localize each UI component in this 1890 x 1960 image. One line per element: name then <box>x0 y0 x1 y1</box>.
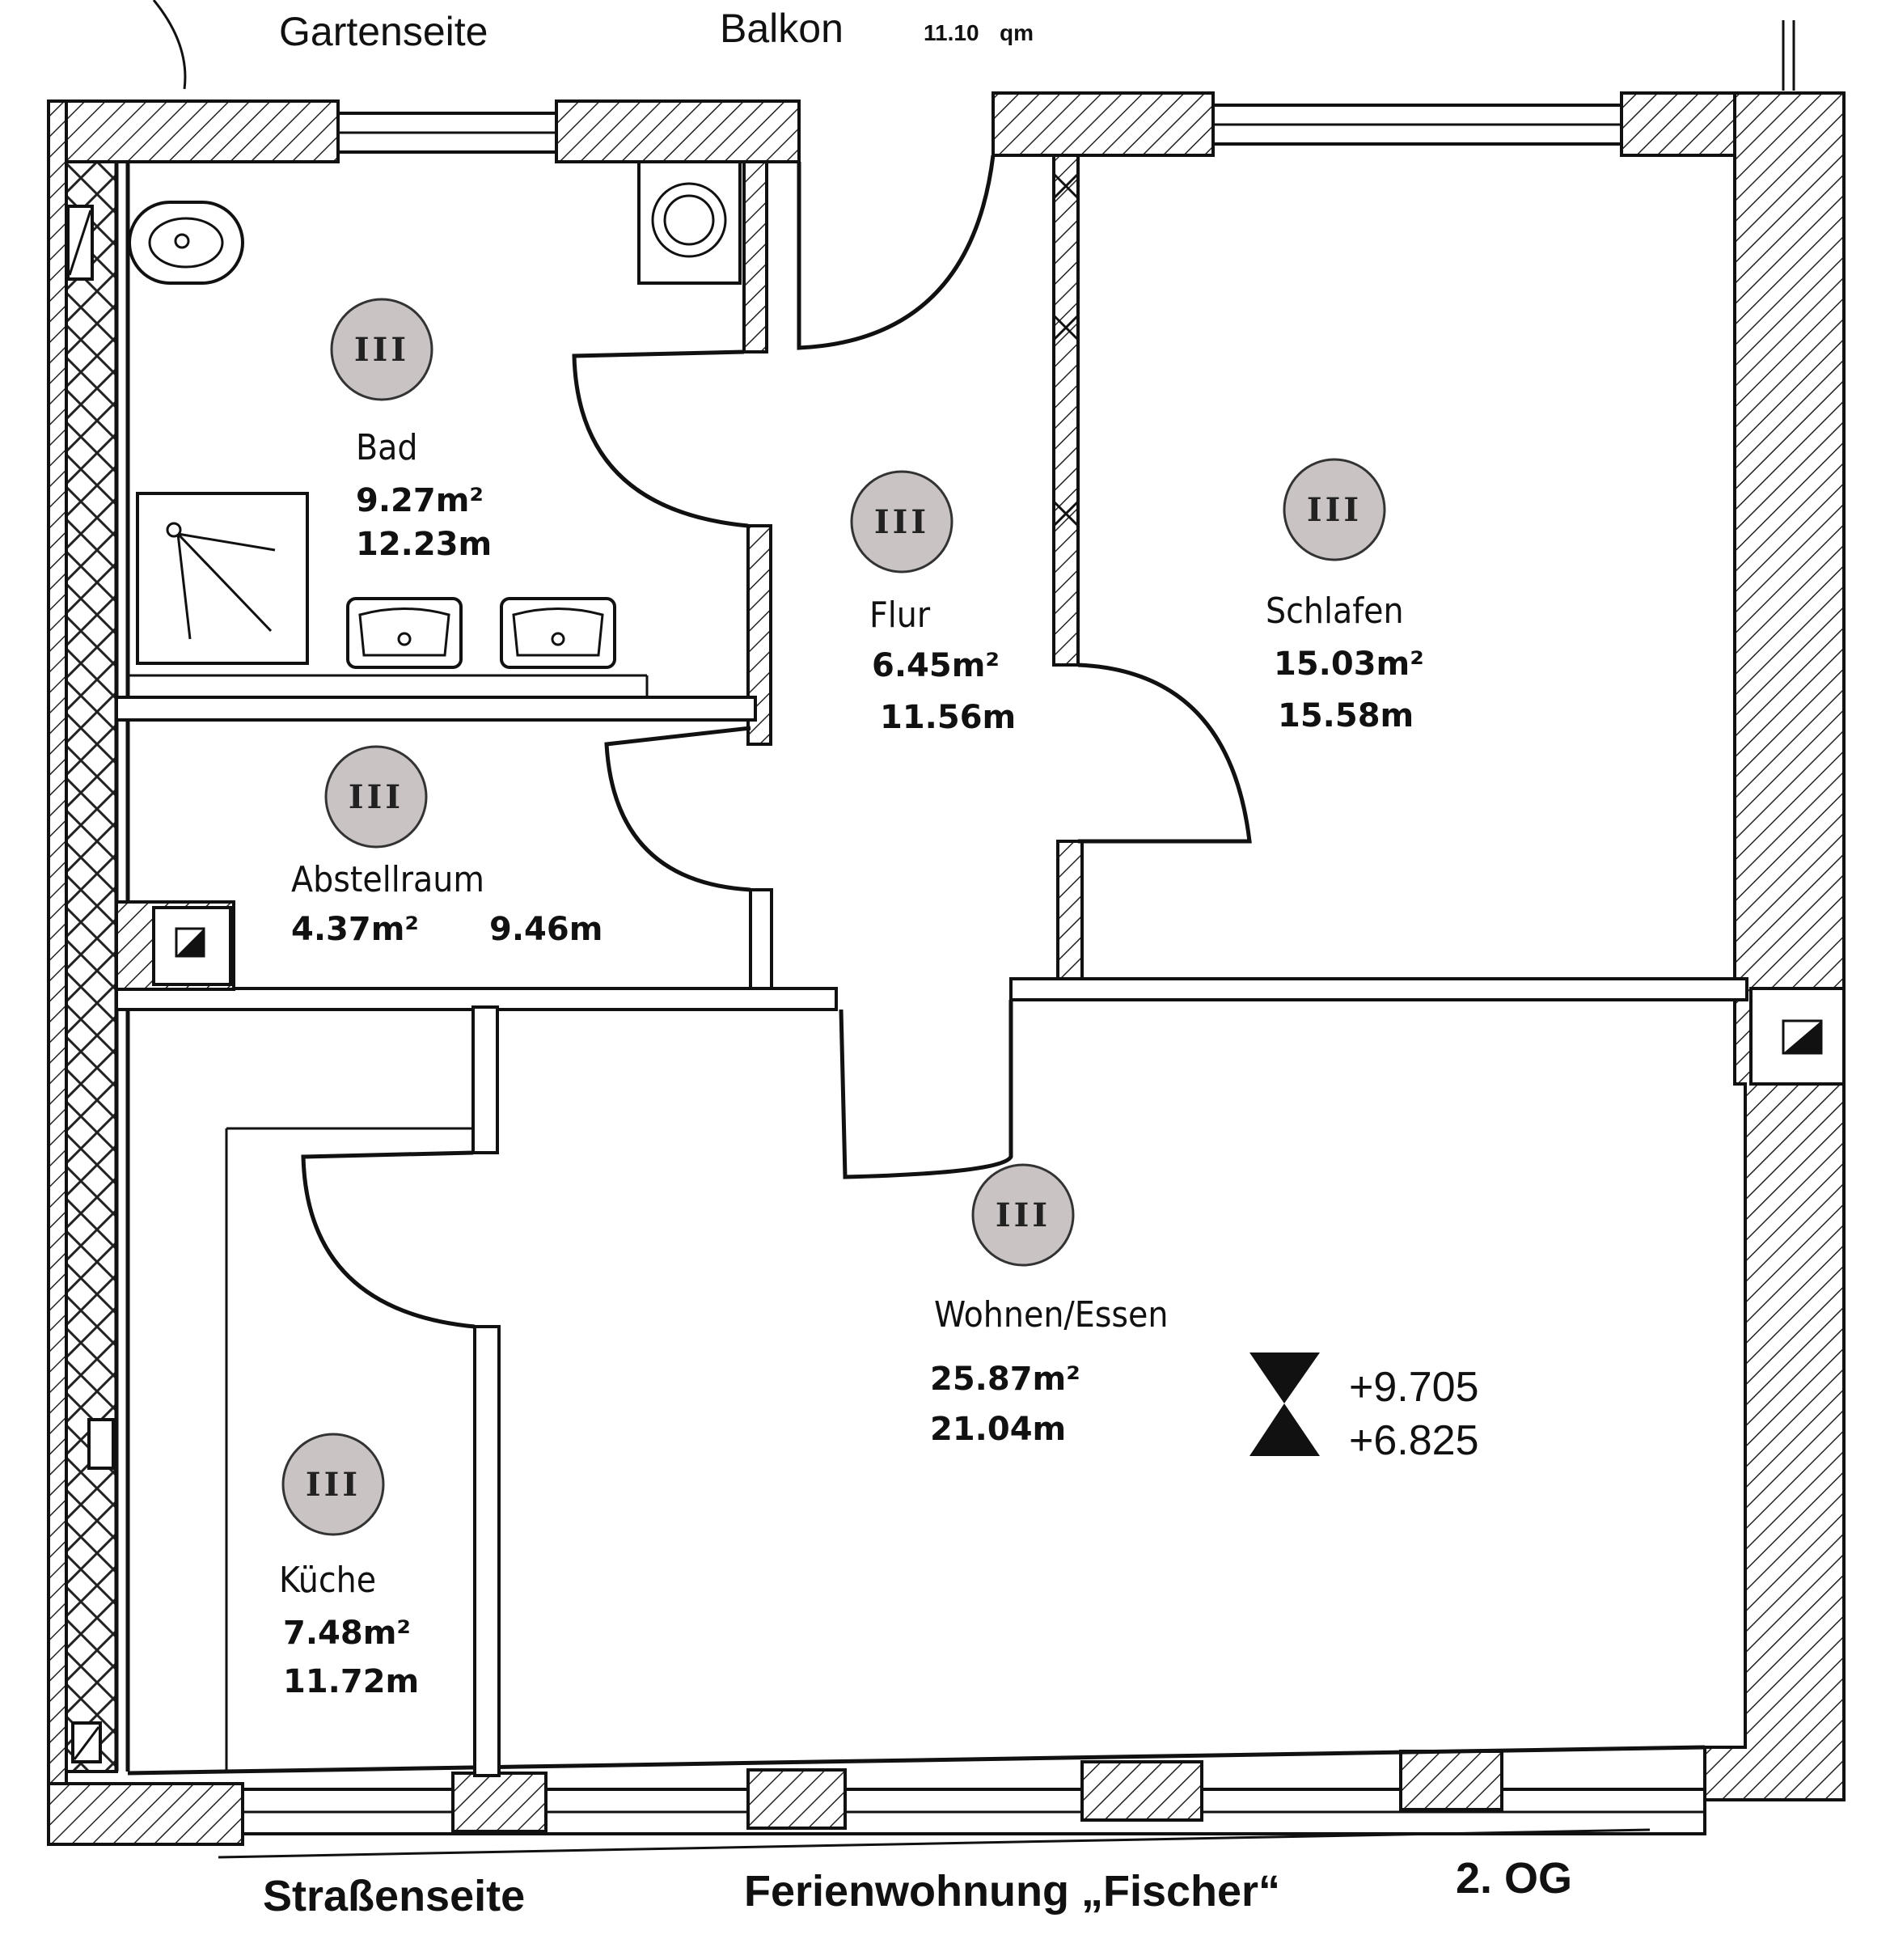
room-area: 25.87m² <box>930 1361 1080 1398</box>
washing-machine <box>637 160 742 285</box>
apartment-title: Ferienwohnung „Fischer“ <box>744 1867 1280 1916</box>
wall-abstell-right <box>749 888 773 993</box>
room-badge <box>1283 458 1386 561</box>
room-perimeter: 21.04m <box>930 1411 1066 1448</box>
wall-left-outer <box>47 99 68 1801</box>
shower <box>136 492 309 665</box>
shaft-left-mark <box>176 929 204 956</box>
room-bad: III Bad 9.27m² 12.23m <box>330 298 492 563</box>
room-badge <box>330 298 433 401</box>
balcony-area: 11.10 <box>924 20 979 45</box>
wall-top-left <box>47 99 340 163</box>
room-perimeter: 9.46m <box>489 911 603 948</box>
chimney-right-mark <box>1783 1021 1821 1053</box>
floor-label: 2. OG <box>1456 1854 1572 1903</box>
pier-bottom-3 <box>1080 1760 1203 1822</box>
room-perimeter: 11.56m <box>880 699 1016 736</box>
svg-text:III: III <box>306 1466 361 1504</box>
wall-bad-abstell <box>115 696 757 722</box>
wall-flur-schlafen-upper <box>1052 154 1080 667</box>
room-kueche: III Küche 7.48m² 11.72m <box>279 1433 419 1700</box>
room-name: Abstellraum <box>291 859 484 900</box>
wall-flur-schlafen-lower <box>1056 840 1084 993</box>
room-area: 15.03m² <box>1274 646 1424 683</box>
svg-text:III: III <box>996 1196 1051 1234</box>
door-balcony <box>797 155 996 350</box>
wall-kueche-wohnen <box>473 1325 501 1777</box>
room-name: Küche <box>279 1560 376 1601</box>
door-wohnen <box>839 1000 1013 1179</box>
room-schlafen: III Schlafen 15.03m² 15.58m <box>1266 458 1424 734</box>
room-area: 6.45m² <box>872 647 1000 684</box>
wall-bad-right-upper <box>742 160 768 353</box>
svg-text:III: III <box>349 778 404 816</box>
room-badge <box>971 1163 1075 1267</box>
pier-bottom-1 <box>451 1772 548 1833</box>
wall-left-insulation <box>65 160 118 1773</box>
window-left-b <box>87 1418 115 1470</box>
balcony-door-arc-left <box>152 0 187 90</box>
room-flur: III Flur 6.45m² 11.56m <box>850 470 1016 736</box>
room-abstellraum: III Abstellraum 4.37m² 9.46m <box>291 745 603 948</box>
svg-text:III: III <box>874 503 929 541</box>
room-area: 9.27m² <box>356 482 484 519</box>
room-name: Schlafen <box>1266 591 1404 632</box>
room-badge <box>850 470 953 574</box>
level-lower: +6.825 <box>1349 1417 1479 1464</box>
toilet <box>128 201 244 285</box>
wall-top-mid <box>555 99 801 163</box>
wall-top-right-a <box>992 91 1215 157</box>
street-side-label: Straßenseite <box>263 1872 525 1920</box>
room-wohnen-essen: III Wohnen/Essen 25.87m² 21.04m <box>930 1163 1168 1448</box>
room-area: 4.37m² <box>291 911 419 948</box>
room-perimeter: 11.72m <box>283 1663 419 1700</box>
level-marker-icon <box>1249 1353 1320 1403</box>
chimney-right <box>1749 987 1846 1086</box>
room-perimeter: 12.23m <box>356 526 492 563</box>
room-badge <box>324 745 428 849</box>
svg-text:III: III <box>354 331 409 369</box>
wall-right <box>1703 91 1846 1801</box>
level-upper: +9.705 <box>1349 1364 1479 1411</box>
pier-bottom-2 <box>746 1768 847 1830</box>
pier-bottom-4 <box>1399 1750 1503 1811</box>
door-abstell <box>604 726 751 892</box>
garden-side-label: Gartenseite <box>279 9 488 54</box>
door-schlafen <box>1077 663 1252 844</box>
door-kueche <box>301 1150 476 1329</box>
room-name: Wohnen/Essen <box>934 1294 1168 1336</box>
balcony-label: Balkon <box>720 6 844 51</box>
room-badge <box>281 1433 385 1536</box>
room-perimeter: 15.58m <box>1278 697 1414 734</box>
wall-bottom-left <box>47 1782 244 1846</box>
wall-kueche-top-stub <box>471 1005 499 1154</box>
room-name: Bad <box>356 427 418 468</box>
room-area: 7.48m² <box>283 1615 411 1652</box>
wall-schlafen-bottom <box>1009 977 1748 1001</box>
room-name: Flur <box>869 595 931 636</box>
svg-text:III: III <box>1307 491 1362 529</box>
balcony-unit: qm <box>1000 20 1034 45</box>
door-bad <box>572 349 749 528</box>
